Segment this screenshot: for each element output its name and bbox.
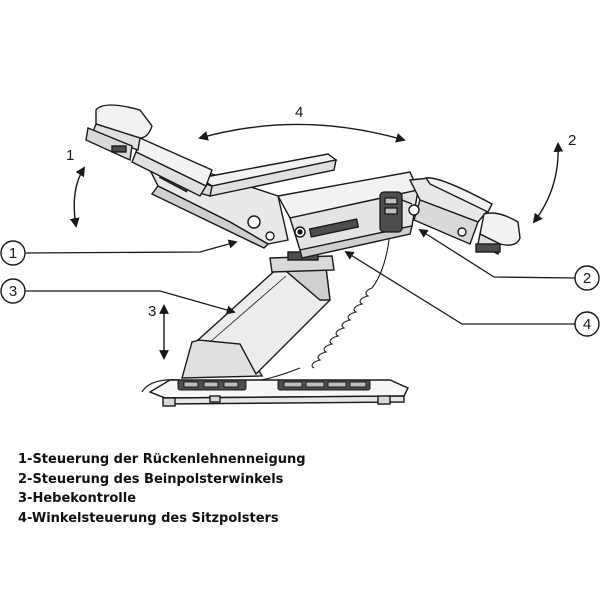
svg-text:1: 1	[9, 245, 17, 262]
legend: 1-Steuerung der Rückenlehnenneigung 2-St…	[18, 450, 306, 528]
legend-item-backrest: 1-Steuerung der Rückenlehnenneigung	[18, 452, 306, 467]
headrest	[85, 104, 153, 162]
legend-item-lift: 3-Hebekontrolle	[18, 491, 137, 506]
hand-control	[379, 191, 413, 233]
svg-text:2: 2	[583, 270, 591, 287]
pedal-cable	[141, 379, 181, 393]
callout-2: 2	[418, 229, 600, 291]
motion-arrow-backrest: 1	[66, 147, 86, 228]
callout-3: 3	[0, 278, 236, 315]
footrest	[475, 212, 521, 256]
backrest-cushion	[131, 137, 213, 197]
foot-pedal-right	[277, 379, 371, 391]
callout-1: 1	[0, 239, 238, 266]
legend-item-seat: 4-Winkelsteuerung des Sitzpolsters	[18, 510, 279, 526]
svg-text:3: 3	[148, 303, 156, 320]
motion-arrow-lift: 3	[148, 303, 169, 360]
lift-column	[181, 251, 335, 379]
callout-4: 4	[344, 251, 600, 337]
svg-text:4: 4	[295, 104, 303, 121]
treatment-chair-diagram: 1 2 3 4 1 3 2 4	[0, 104, 600, 407]
motion-arrow-legrest: 2	[532, 132, 576, 224]
foot-pedal-left	[177, 379, 247, 391]
svg-text:3: 3	[9, 283, 17, 300]
svg-text:2: 2	[568, 132, 576, 149]
motion-arrow-seat: 4	[198, 104, 406, 143]
svg-text:4: 4	[583, 316, 591, 333]
svg-text:1: 1	[66, 147, 74, 164]
legrest	[408, 177, 493, 245]
legend-item-legrest: 2-Steuerung des Beinpolsterwinkels	[18, 471, 284, 487]
